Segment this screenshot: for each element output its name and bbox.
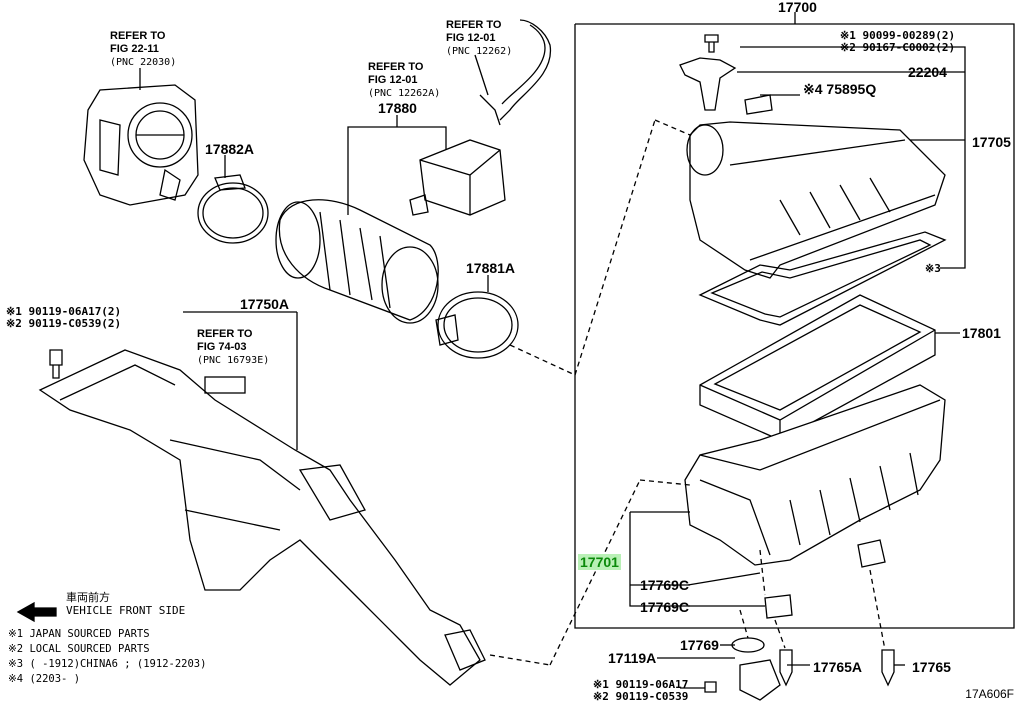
clamp-17881a-part xyxy=(437,291,519,359)
part-17769c-label-2: 17769C xyxy=(640,599,690,615)
throttle-body-part xyxy=(83,84,199,206)
vehicle-front-arrow-icon xyxy=(16,601,57,623)
part-22204-label: 22204 xyxy=(908,64,947,80)
grommet-17769c-part xyxy=(764,594,793,619)
bracket-17119a-part xyxy=(739,659,781,701)
grommet-17769-part xyxy=(731,637,765,653)
part-17769c-label-1: 17769C xyxy=(640,577,690,593)
legend-note-2: ※2 LOCAL SOURCED PARTS xyxy=(8,643,150,655)
hose-12262-part xyxy=(499,19,552,121)
grommet-right-part xyxy=(857,539,886,568)
bolt-left-part-1: ※1 90119-06A17(2) xyxy=(6,305,122,318)
screw-top-part xyxy=(704,34,719,53)
part-17765-label: 17765 xyxy=(912,659,951,675)
sensor-22204-part xyxy=(679,57,737,111)
part-17769-label: 17769 xyxy=(680,637,719,653)
part-17765a-label: 17765A xyxy=(813,659,863,675)
sticker-16793e-part xyxy=(204,376,246,394)
intake-duct-17750a-part xyxy=(38,349,486,686)
filter-17801-part xyxy=(699,294,936,441)
pin-17765a-part xyxy=(779,649,793,687)
bolt-bottom-part-1: ※1 90119-06A17 xyxy=(593,678,689,691)
legend-note-1: ※1 JAPAN SOURCED PARTS xyxy=(8,628,150,640)
gasket-part xyxy=(698,231,947,326)
vehicle-front-label-jp: 車両前方 xyxy=(66,591,110,604)
note-3-marker: ※3 xyxy=(925,262,941,275)
part-17880-label: 17880 xyxy=(378,100,417,116)
legend-note-3: ※3 ( -1912)CHINA6 ; (1912-2203) xyxy=(8,658,207,670)
part-17705-label: 17705 xyxy=(972,134,1011,150)
part-75895q-label: ※4 75895Q xyxy=(803,81,877,97)
bolt-bottom-part xyxy=(704,681,717,693)
part-17881a-label: 17881A xyxy=(466,260,516,276)
vehicle-front-label-en: VEHICLE FRONT SIDE xyxy=(66,604,186,617)
bolt-bottom-part-2: ※2 90119-C0539 xyxy=(593,690,689,703)
air-cleaner-cover-17705-part xyxy=(686,121,946,279)
assembly-17700-bracket xyxy=(574,23,1015,629)
part-17882a-label: 17882A xyxy=(205,141,255,157)
part-17119a-label: 17119A xyxy=(608,650,657,666)
part-17801-label: 17801 xyxy=(962,325,1001,341)
bolt-left-part-2: ※2 90119-C0539(2) xyxy=(6,317,122,330)
intake-hose-17880-part xyxy=(275,139,506,324)
air-cleaner-case-17701-part xyxy=(684,384,946,566)
part-17700-label: 17700 xyxy=(778,0,817,15)
bolt-left-part xyxy=(49,349,63,379)
part-17701-label: 17701 xyxy=(578,554,621,570)
legend-note-4: ※4 (2203- ) xyxy=(8,673,81,685)
figure-code: 17A606F xyxy=(965,687,1014,701)
pin-17765-part xyxy=(881,649,895,687)
part-17750a-label: 17750A xyxy=(240,296,290,312)
clamp-17882a-part xyxy=(197,182,269,244)
screw-part-1: ※1 90099-00289(2) xyxy=(840,29,956,42)
label-75895q-part xyxy=(744,94,773,115)
screw-part-2: ※2 90167-C0002(2) xyxy=(840,41,956,54)
